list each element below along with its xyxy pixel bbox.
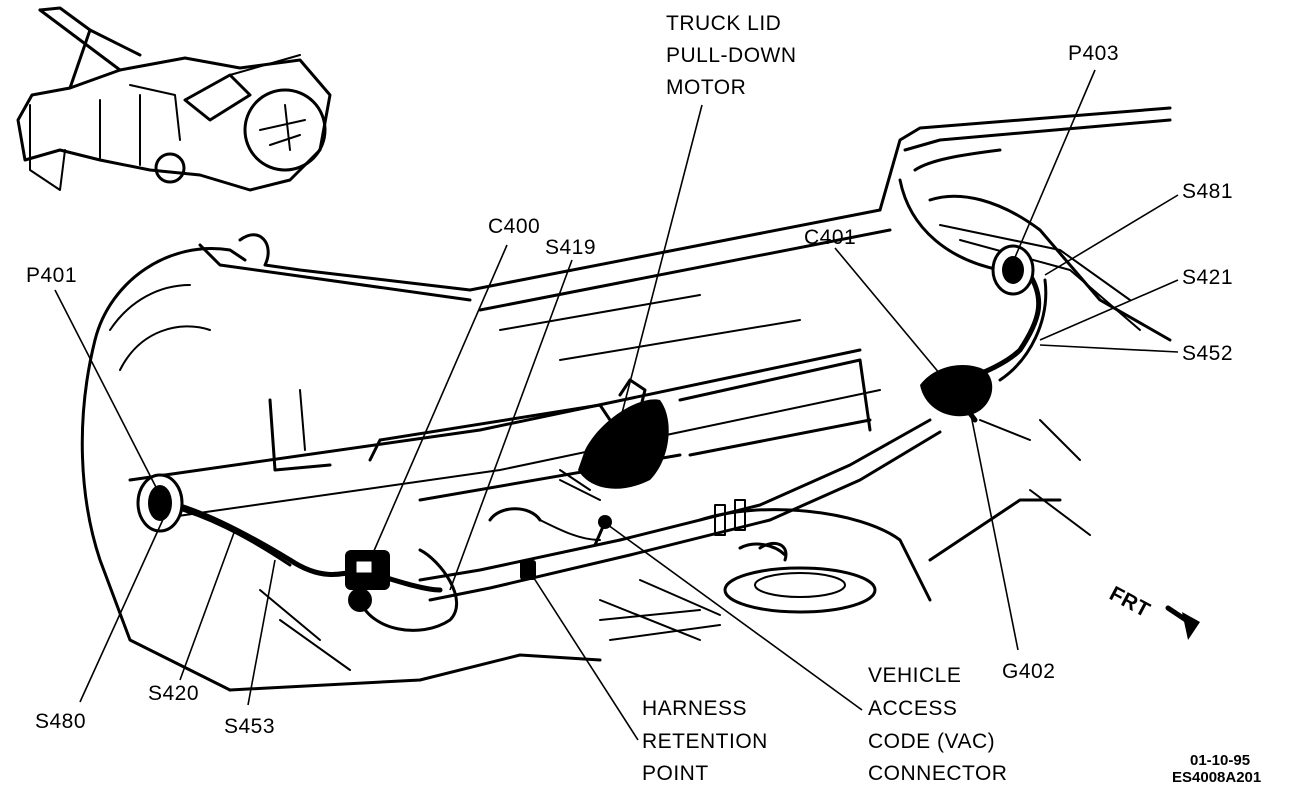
pull-down-motor [559, 378, 669, 491]
leader-c401 [834, 247, 946, 381]
leader-s453 [247, 559, 276, 706]
c400-connector [345, 550, 390, 612]
leader-s480 [79, 514, 166, 703]
labels: TRUCK LID PULL-DOWN MOTOR P403 S481 S421… [26, 12, 1261, 786]
p403-grommet [991, 244, 1035, 296]
c401-connector [920, 365, 993, 417]
components [136, 244, 1035, 612]
label-s420: S420 [148, 682, 199, 705]
label-g402: G402 [1002, 660, 1055, 683]
label-c401: C401 [804, 226, 856, 249]
leader-vac [607, 524, 863, 711]
label-vac-line-4: CONNECTOR [868, 762, 1007, 785]
leader-g402 [969, 409, 1019, 651]
label-s421: S421 [1182, 266, 1233, 289]
leader-harness-retention [529, 571, 639, 741]
label-s481: S481 [1182, 180, 1233, 203]
leader-s419 [449, 259, 573, 591]
vac-connector [593, 515, 612, 547]
p401-grommet [136, 473, 184, 533]
g402-ground [957, 397, 978, 423]
label-truck-lid-line-2: PULL-DOWN [666, 44, 797, 67]
vehicle-locator-inset [16, 6, 332, 192]
label-c400: C400 [488, 215, 540, 238]
label-harness-line-2: RETENTION [642, 730, 768, 753]
label-s453: S453 [224, 715, 275, 738]
figure-date-code: 01-10-95 [1190, 752, 1250, 769]
frt-arrow-shaft [1165, 605, 1195, 627]
label-s480: S480 [35, 710, 86, 733]
label-vac-line-3: CODE (VAC) [868, 730, 995, 753]
wiring-harness [157, 272, 1048, 632]
leader-lines [54, 69, 1179, 741]
trunk-body [80, 106, 1172, 692]
label-truck-lid-line-3: MOTOR [666, 76, 746, 99]
label-vac-line-1: VEHICLE [868, 664, 961, 687]
label-p403: P403 [1068, 42, 1119, 65]
leader-c400 [369, 244, 508, 561]
label-harness-line-3: POINT [642, 762, 709, 785]
leader-s452 [1039, 344, 1179, 353]
leader-p401 [54, 289, 161, 496]
frt-label: FRT [1106, 582, 1154, 622]
label-p401: P401 [26, 264, 77, 287]
front-direction-indicator: FRT [1106, 582, 1200, 640]
label-s452: S452 [1182, 342, 1233, 365]
leader-motor [614, 104, 703, 441]
figure-id-code: ES4008A201 [1172, 769, 1261, 786]
label-s419: S419 [545, 236, 596, 259]
leader-s420 [179, 529, 236, 681]
leader-s421 [1039, 279, 1179, 341]
label-vac-line-2: ACCESS [868, 697, 957, 720]
leader-p403 [1012, 69, 1096, 263]
latch-bracket [714, 499, 787, 557]
leader-s481 [1044, 194, 1179, 276]
label-harness-line-1: HARNESS [642, 697, 747, 720]
label-truck-lid-line-1: TRUCK LID [666, 12, 781, 35]
